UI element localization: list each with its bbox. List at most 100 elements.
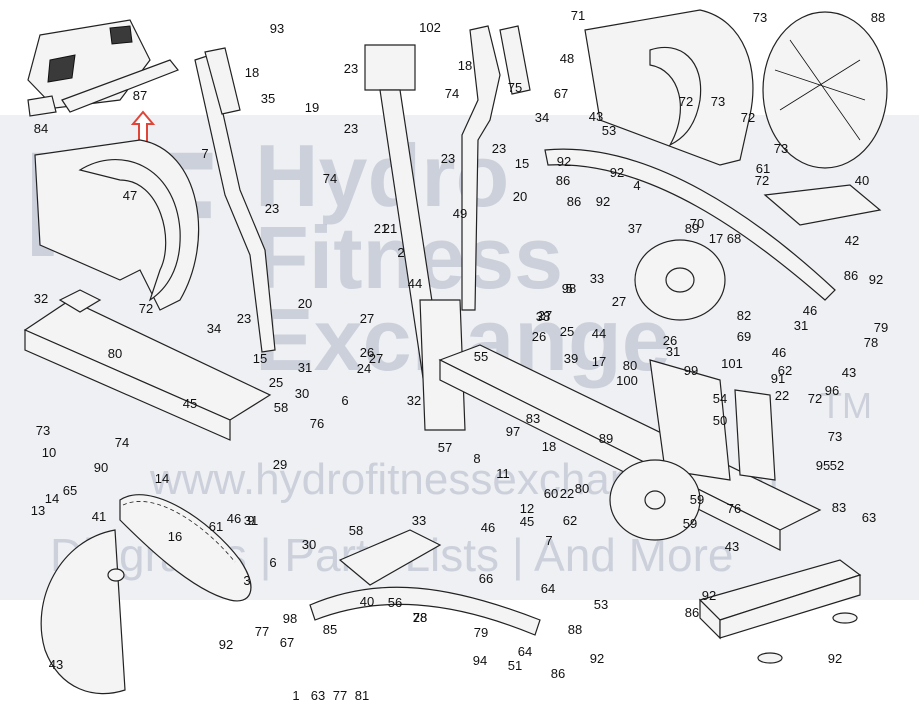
callout-32: 32 [407, 393, 421, 408]
callout-59: 59 [690, 492, 704, 507]
callout-64: 64 [541, 581, 555, 596]
callout-20: 20 [298, 296, 312, 311]
callout-45: 45 [520, 514, 534, 529]
callout-100: 100 [616, 373, 638, 388]
callout-15: 15 [253, 351, 267, 366]
callout-2: 2 [397, 245, 404, 260]
callout-3: 3 [243, 573, 250, 588]
callout-23: 23 [492, 141, 506, 156]
callout-13: 13 [31, 503, 45, 518]
callout-86: 86 [567, 194, 581, 209]
callout-25: 25 [560, 324, 574, 339]
callout-23: 23 [344, 61, 358, 76]
callout-8: 8 [473, 451, 480, 466]
callout-48: 48 [560, 51, 574, 66]
right-pedal-arm-part [544, 148, 836, 301]
callout-34: 34 [535, 110, 549, 125]
callout-58: 58 [349, 523, 363, 538]
callout-11: 11 [496, 466, 510, 481]
callout-72: 72 [741, 110, 755, 125]
left-disc-part [40, 529, 126, 695]
callout-6: 6 [269, 555, 276, 570]
callout-46: 46 [803, 303, 817, 318]
callout-101: 101 [721, 356, 743, 371]
callout-37: 37 [628, 221, 642, 236]
callout-53: 53 [602, 123, 616, 138]
callout-72: 72 [808, 391, 822, 406]
callout-5: 5 [565, 281, 572, 296]
callout-29: 29 [273, 457, 287, 472]
callout-22: 22 [775, 388, 789, 403]
callout-27: 27 [360, 311, 374, 326]
callout-72: 72 [679, 94, 693, 109]
callout-43: 43 [589, 109, 603, 124]
callout-4: 4 [633, 178, 640, 193]
callout-46: 46 [227, 511, 241, 526]
callout-20: 20 [513, 189, 527, 204]
callout-27: 27 [538, 308, 552, 323]
callout-49: 49 [453, 206, 467, 221]
callout-43: 43 [725, 539, 739, 554]
callout-74: 74 [323, 171, 337, 186]
callout-95: 95 [816, 458, 830, 473]
callout-33: 33 [412, 513, 426, 528]
callout-18: 18 [458, 58, 472, 73]
right-pedal-part [763, 184, 882, 226]
callout-86: 86 [844, 268, 858, 283]
callout-80: 80 [623, 358, 637, 373]
callout-21: 21 [374, 221, 388, 236]
callout-89: 89 [599, 431, 613, 446]
callout-73: 73 [36, 423, 50, 438]
callout-96: 96 [825, 383, 839, 398]
callout-91: 91 [771, 371, 785, 386]
callout-28: 28 [413, 610, 427, 625]
callout-94: 94 [473, 653, 487, 668]
callout-70: 70 [690, 216, 704, 231]
callout-78: 78 [864, 335, 878, 350]
left-pedal-part [338, 529, 442, 586]
callout-31: 31 [666, 344, 680, 359]
left-handlebar-part [194, 47, 276, 353]
callout-27: 27 [369, 351, 383, 366]
callout-74: 74 [115, 435, 129, 450]
callout-18: 18 [542, 439, 556, 454]
callout-98: 98 [562, 281, 576, 296]
callout-65: 65 [63, 483, 77, 498]
callout-41: 41 [92, 509, 106, 524]
callout-90: 90 [94, 460, 108, 475]
callout-85: 85 [323, 622, 337, 637]
upright-post-part [364, 44, 466, 431]
callout-92: 92 [869, 272, 883, 287]
callout-58: 58 [274, 400, 288, 415]
callout-23: 23 [441, 151, 455, 166]
callout-79: 79 [874, 320, 888, 335]
callout-76: 76 [727, 501, 741, 516]
callout-63: 63 [311, 688, 325, 703]
callout-7: 7 [201, 146, 208, 161]
callout-93: 93 [270, 21, 284, 36]
callout-21: 21 [383, 221, 397, 236]
callout-92: 92 [828, 651, 842, 666]
callout-92: 92 [702, 588, 716, 603]
callout-61: 61 [756, 161, 770, 176]
callout-31: 31 [298, 360, 312, 375]
callout-43: 43 [842, 365, 856, 380]
callout-17: 17 [709, 231, 723, 246]
callout-12: 12 [520, 501, 534, 516]
callout-38: 38 [536, 309, 550, 324]
callout-73: 73 [753, 10, 767, 25]
console-part [27, 19, 179, 117]
callout-53: 53 [594, 597, 608, 612]
callout-78: 78 [413, 610, 427, 625]
callout-86: 86 [556, 173, 570, 188]
callout-66: 66 [479, 571, 493, 586]
callout-102: 102 [419, 20, 441, 35]
callout-14: 14 [45, 491, 59, 506]
callout-83: 83 [526, 411, 540, 426]
callout-31: 31 [244, 513, 258, 528]
callout-86: 86 [685, 605, 699, 620]
callout-52: 52 [830, 458, 844, 473]
callout-67: 67 [280, 635, 294, 650]
callout-9: 9 [247, 513, 254, 528]
